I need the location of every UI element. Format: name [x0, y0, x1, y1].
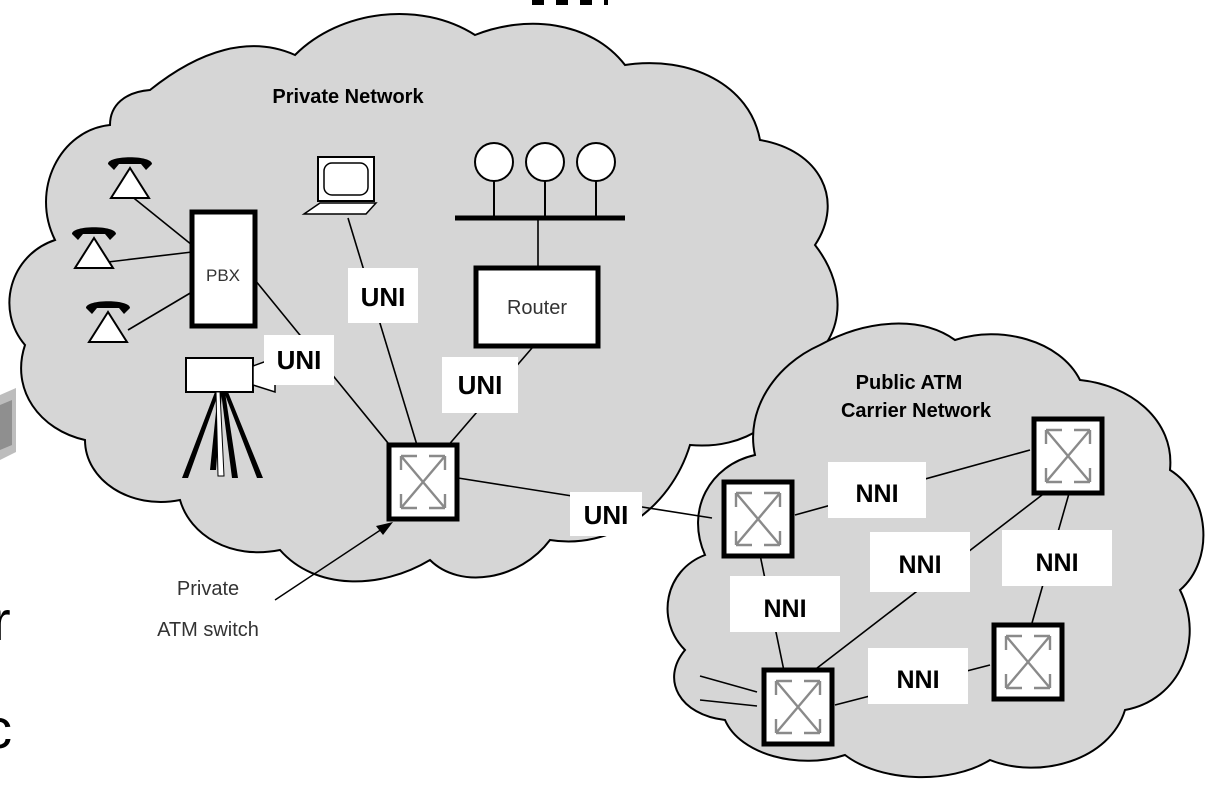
uni-label-router: UNI [442, 357, 518, 413]
uni-label-pbx: UNI [264, 335, 334, 385]
svg-text:NNI: NNI [855, 480, 898, 508]
nni-label-top: NNI [828, 462, 926, 518]
svg-text:UNI: UNI [458, 370, 503, 400]
pbx-box [189, 209, 258, 329]
nni-label-left: NNI [730, 576, 840, 632]
svg-text:NNI: NNI [1035, 549, 1078, 577]
uni-label-link: UNI [570, 492, 642, 536]
switch-caption-line2: ATM switch [157, 619, 259, 641]
svg-text:UNI: UNI [584, 500, 629, 530]
public-atm-switch-icon [724, 482, 792, 556]
switch-caption-pointer [274, 522, 393, 601]
lan-station-icon [525, 142, 565, 182]
public-network-title-line1: Public ATM [856, 372, 963, 394]
uni-label-terminal: UNI [348, 268, 418, 323]
public-atm-switch-icon [764, 670, 832, 744]
svg-text:NNI: NNI [763, 595, 806, 623]
slide-letter-c: c [0, 697, 12, 760]
left-edge-fragment [0, 388, 16, 460]
slide-letter-r: r [0, 589, 11, 652]
nni-label-right: NNI [1002, 530, 1112, 586]
lan-bus [455, 142, 625, 221]
router-box [473, 265, 601, 349]
router-label: Router [507, 297, 567, 319]
svg-text:NNI: NNI [898, 551, 941, 579]
computer-terminal-icon [301, 156, 378, 215]
private-network-title: Private Network [272, 86, 424, 108]
video-camera-icon [182, 356, 276, 478]
svg-text:UNI: UNI [277, 345, 322, 375]
lan-station-icon [576, 142, 616, 182]
public-atm-switch-icon [1034, 419, 1102, 493]
svg-text:NNI: NNI [896, 666, 939, 694]
pbx-label: PBX [206, 266, 240, 285]
svg-text:UNI: UNI [361, 282, 406, 312]
private-atm-switch-icon [389, 445, 457, 519]
public-network-title-line2: Carrier Network [841, 400, 992, 422]
lan-station-icon [474, 142, 514, 182]
public-atm-switch-icon [994, 625, 1062, 699]
nni-label-center: NNI [870, 532, 970, 592]
slide-heading-fragment [532, 0, 608, 5]
switch-caption-line1: Private [177, 578, 239, 600]
nni-label-bottom: NNI [868, 648, 968, 704]
